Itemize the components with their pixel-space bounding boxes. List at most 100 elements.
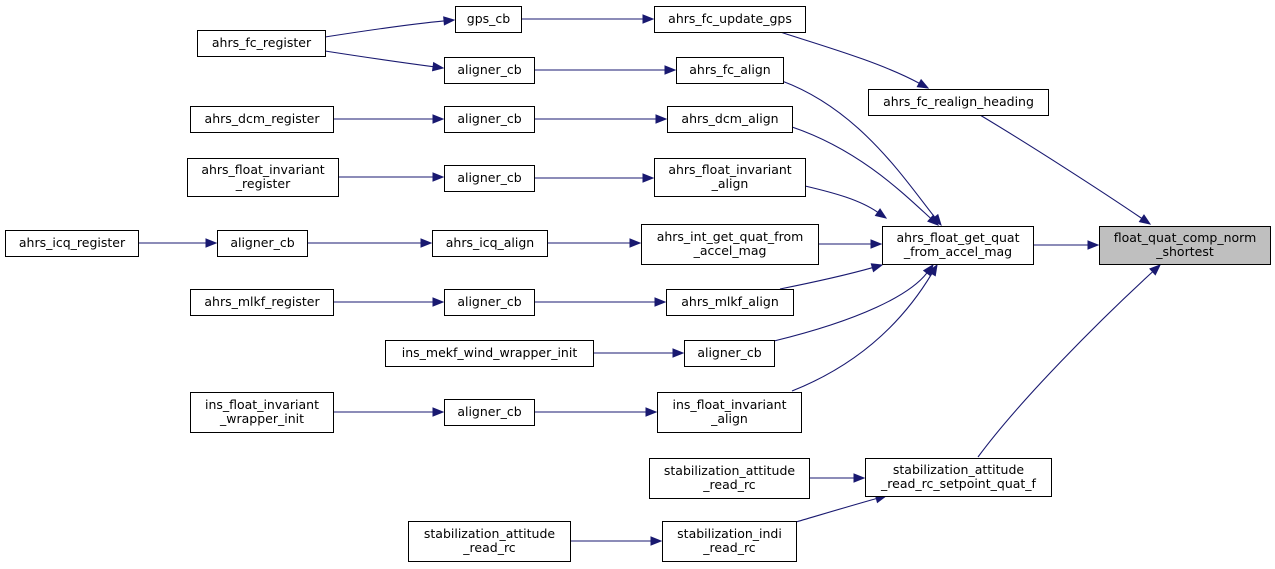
node-label: _read_rc bbox=[702, 540, 756, 555]
edge-arrowhead bbox=[870, 263, 884, 273]
node-label: _from_accel_mag bbox=[903, 244, 1012, 259]
edge-ahrs_mlkf_register-to-aligner_cb_mlkf bbox=[333, 297, 445, 307]
node-ahrs_fc_register[interactable]: ahrs_fc_register bbox=[197, 30, 326, 57]
node-label: aligner_cb bbox=[457, 404, 521, 419]
node-aligner_cb_dcm[interactable]: aligner_cb bbox=[444, 106, 535, 133]
edge-ins_float_invariant_wrapper_init-to-aligner_cb_ins bbox=[333, 407, 445, 417]
node-box bbox=[444, 289, 535, 316]
edge-line bbox=[773, 272, 928, 342]
edge-line bbox=[791, 273, 933, 392]
node-box bbox=[444, 57, 535, 84]
node-box bbox=[190, 289, 334, 316]
node-box bbox=[190, 392, 334, 433]
node-label: aligner_cb bbox=[457, 294, 521, 309]
edge-arrowhead bbox=[672, 348, 685, 358]
node-box bbox=[187, 158, 339, 197]
node-stabilization_attitude_read_rc_2[interactable]: stabilization_attitude_read_rc bbox=[408, 521, 571, 562]
node-label: _wrapper_init bbox=[219, 411, 304, 426]
node-ahrs_fc_realign_heading[interactable]: ahrs_fc_realign_heading bbox=[868, 89, 1049, 116]
node-box bbox=[5, 230, 139, 257]
node-float_quat_comp_norm_shortest[interactable]: float_quat_comp_norm_shortest bbox=[1099, 226, 1271, 265]
edge-stabilization_attitude_read_rc_2-to-stabilization_indi_read_rc bbox=[569, 536, 663, 546]
node-aligner_cb_icq[interactable]: aligner_cb bbox=[217, 230, 308, 257]
edge-ahrs_mlkf_align-to-ahrs_float_get_quat_from_accel_mag bbox=[779, 263, 884, 290]
edge-ins_float_invariant_align-to-ahrs_float_get_quat_from_accel_mag bbox=[791, 263, 938, 392]
node-box bbox=[190, 106, 334, 133]
node-ahrs_dcm_align[interactable]: ahrs_dcm_align bbox=[667, 106, 793, 133]
node-stabilization_indi_read_rc[interactable]: stabilization_indi_read_rc bbox=[662, 521, 797, 562]
node-label: _accel_mag bbox=[693, 243, 767, 258]
node-ahrs_dcm_register[interactable]: ahrs_dcm_register bbox=[190, 106, 334, 133]
node-label: ahrs_dcm_register bbox=[205, 111, 321, 126]
node-label: ahrs_fc_update_gps bbox=[668, 11, 792, 26]
node-stabilization_attitude_read_rc_setpoint_quat_f[interactable]: stabilization_attitude_read_rc_setpoint_… bbox=[865, 458, 1052, 497]
edge-ahrs_float_invariant_register-to-aligner_cb_finv bbox=[337, 172, 445, 182]
node-box bbox=[666, 289, 794, 316]
edge-arrowhead bbox=[205, 238, 218, 248]
node-label: ahrs_int_get_quat_from bbox=[657, 229, 804, 244]
node-ahrs_fc_align[interactable]: ahrs_fc_align bbox=[676, 57, 784, 84]
node-ins_mekf_wind_wrapper_init[interactable]: ins_mekf_wind_wrapper_init bbox=[385, 340, 594, 367]
node-gps_cb[interactable]: gps_cb bbox=[455, 6, 522, 33]
node-aligner_cb_finv[interactable]: aligner_cb bbox=[444, 165, 535, 192]
edge-arrowhead bbox=[927, 214, 939, 226]
node-label: ahrs_float_invariant bbox=[668, 162, 791, 177]
node-label: ins_float_invariant bbox=[205, 397, 319, 412]
edge-line bbox=[795, 498, 877, 523]
edge-aligner_cb_ins-to-ins_float_invariant_align bbox=[534, 407, 658, 417]
edge-arrowhead bbox=[645, 407, 658, 417]
node-box bbox=[455, 6, 522, 33]
edge-arrowhead bbox=[642, 173, 655, 183]
node-box bbox=[654, 6, 806, 33]
edge-arrowhead bbox=[1138, 214, 1152, 225]
node-box bbox=[649, 458, 810, 499]
node-box bbox=[444, 399, 535, 426]
edge-aligner_cb_fc-to-ahrs_fc_align bbox=[534, 65, 677, 75]
node-label: _read_rc bbox=[462, 540, 516, 555]
node-aligner_cb_mekf[interactable]: aligner_cb bbox=[684, 340, 775, 367]
node-ins_float_invariant_wrapper_init[interactable]: ins_float_invariant_wrapper_init bbox=[190, 392, 334, 433]
node-box bbox=[444, 165, 535, 192]
edge-line bbox=[324, 20, 445, 38]
edge-line bbox=[776, 30, 920, 84]
node-label: _read_rc_setpoint_quat_f bbox=[880, 476, 1037, 491]
node-label: aligner_cb bbox=[697, 345, 761, 360]
edge-arrowhead bbox=[655, 114, 668, 124]
node-ahrs_fc_update_gps[interactable]: ahrs_fc_update_gps bbox=[654, 6, 806, 33]
node-label: aligner_cb bbox=[457, 111, 521, 126]
node-box bbox=[676, 57, 784, 84]
node-label: ahrs_icq_align bbox=[446, 235, 534, 250]
node-box bbox=[662, 521, 797, 562]
node-ins_float_invariant_align[interactable]: ins_float_invariant_align bbox=[657, 392, 802, 433]
node-box bbox=[667, 106, 793, 133]
edge-arrowhead bbox=[916, 78, 930, 89]
node-box bbox=[444, 106, 535, 133]
node-ahrs_mlkf_align[interactable]: ahrs_mlkf_align bbox=[666, 289, 794, 316]
node-aligner_cb_fc[interactable]: aligner_cb bbox=[444, 57, 535, 84]
edge-arrowhead bbox=[642, 14, 655, 24]
edge-arrowhead bbox=[650, 536, 663, 546]
node-box bbox=[654, 158, 806, 197]
edge-ahrs_float_invariant_align-to-ahrs_float_get_quat_from_accel_mag bbox=[804, 185, 888, 219]
node-ahrs_int_get_quat_from_accel_mag[interactable]: ahrs_int_get_quat_from_accel_mag bbox=[641, 224, 819, 265]
node-ahrs_mlkf_register[interactable]: ahrs_mlkf_register bbox=[190, 289, 334, 316]
node-ahrs_float_invariant_register[interactable]: ahrs_float_invariant_register bbox=[187, 158, 339, 197]
edge-arrowhead bbox=[431, 61, 445, 72]
edge-arrowhead bbox=[654, 297, 667, 307]
node-ahrs_float_invariant_align[interactable]: ahrs_float_invariant_align bbox=[654, 158, 806, 197]
node-aligner_cb_mlkf[interactable]: aligner_cb bbox=[444, 289, 535, 316]
node-label: ins_mekf_wind_wrapper_init bbox=[402, 345, 578, 360]
edge-arrowhead bbox=[432, 172, 445, 182]
node-box bbox=[684, 340, 775, 367]
edge-line bbox=[979, 114, 1143, 219]
edge-ahrs_dcm_register-to-aligner_cb_dcm bbox=[332, 114, 445, 124]
edge-ahrs_float_get_quat_from_accel_mag-to-float_quat_comp_norm_shortest bbox=[1033, 240, 1100, 250]
node-stabilization_attitude_read_rc_1[interactable]: stabilization_attitude_read_rc bbox=[649, 458, 810, 499]
node-ahrs_icq_align[interactable]: ahrs_icq_align bbox=[432, 230, 548, 257]
node-ahrs_float_get_quat_from_accel_mag[interactable]: ahrs_float_get_quat_from_accel_mag bbox=[882, 226, 1034, 265]
edge-arrowhead bbox=[420, 238, 433, 248]
edge-arrowhead bbox=[432, 297, 445, 307]
node-aligner_cb_ins[interactable]: aligner_cb bbox=[444, 399, 535, 426]
node-ahrs_icq_register[interactable]: ahrs_icq_register bbox=[5, 230, 139, 257]
